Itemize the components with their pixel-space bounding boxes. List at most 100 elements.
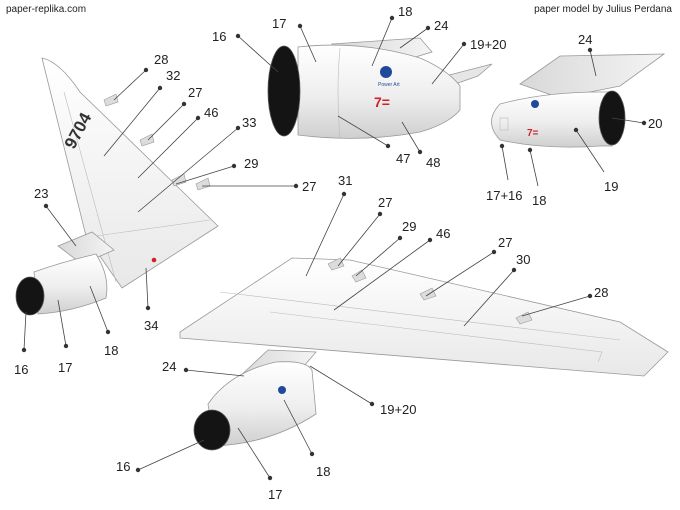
callout-label: 30 bbox=[516, 252, 530, 267]
callout: 16 bbox=[116, 439, 205, 474]
left-wing-panel bbox=[41, 57, 219, 289]
callouts: 16 17 18 24 19+20 47 48 24 20 17+16 18 1… bbox=[14, 4, 662, 502]
callout: 16 bbox=[14, 311, 28, 377]
callout: 29 bbox=[175, 156, 258, 185]
callout-label: 16 bbox=[212, 29, 226, 44]
livery-mark-right: 7= bbox=[527, 128, 539, 139]
callout-label: 20 bbox=[648, 116, 662, 131]
callout: 28 bbox=[113, 52, 168, 101]
callout-label: 28 bbox=[154, 52, 168, 67]
callout: 33 bbox=[137, 115, 256, 213]
nacelle-left-wing bbox=[33, 253, 108, 315]
callout: 23 bbox=[34, 186, 77, 247]
callout-label: 29 bbox=[244, 156, 258, 171]
callout-label: 27 bbox=[378, 195, 392, 210]
access-door bbox=[499, 117, 509, 131]
right-wing-fairings bbox=[327, 257, 533, 325]
left-pylon bbox=[57, 231, 115, 265]
author-credit: paper model by Julius Perdana bbox=[534, 4, 672, 15]
callout: 31 bbox=[305, 173, 352, 277]
intake-left-wing bbox=[15, 276, 45, 316]
callout: 24 bbox=[162, 359, 245, 377]
callout: 28 bbox=[521, 285, 608, 317]
right-wing-panel bbox=[179, 257, 669, 377]
callout-label: 27 bbox=[188, 85, 202, 100]
callout: 16 bbox=[212, 29, 279, 73]
callout: 27 bbox=[202, 179, 316, 194]
callout-label: 28 bbox=[594, 285, 608, 300]
callout-label: 24 bbox=[434, 18, 448, 33]
callout: 32 bbox=[103, 68, 180, 157]
callout-label: 19+20 bbox=[470, 37, 507, 52]
right-wing bbox=[179, 257, 669, 451]
callout-label: 18 bbox=[104, 343, 118, 358]
callout: 18 bbox=[89, 285, 118, 358]
callout-label: 17 bbox=[58, 360, 72, 375]
left-wing-flap-line bbox=[95, 219, 211, 237]
nav-light bbox=[151, 257, 157, 263]
callout-label: 19+20 bbox=[380, 402, 417, 417]
callout: 24 bbox=[578, 32, 597, 77]
site-credit: paper-replika.com bbox=[6, 4, 87, 15]
callout-label: 24 bbox=[578, 32, 592, 47]
callout-label: 18 bbox=[398, 4, 412, 19]
callout: 18 bbox=[283, 399, 330, 479]
callout: 18 bbox=[371, 4, 412, 67]
engine-badge-right bbox=[531, 100, 539, 108]
callout-label: 32 bbox=[166, 68, 180, 83]
callout: 17 bbox=[272, 16, 317, 63]
intake-top-engine bbox=[267, 45, 301, 137]
callout: 19 bbox=[573, 127, 618, 194]
callout-label: 47 bbox=[396, 151, 410, 166]
callout: 24 bbox=[399, 18, 448, 49]
callout: 34 bbox=[144, 267, 158, 333]
callout-label: 33 bbox=[242, 115, 256, 130]
callout: 29 bbox=[355, 219, 416, 277]
callout-label: 17+16 bbox=[486, 188, 523, 203]
callout: 17+16 bbox=[486, 143, 523, 203]
engine-badge-lower bbox=[278, 386, 286, 394]
nacelle-right-wing bbox=[207, 361, 317, 447]
livery-mark-top: 7= bbox=[374, 94, 390, 110]
callout-label: 48 bbox=[426, 155, 440, 170]
callout: 48 bbox=[401, 121, 440, 170]
callout-label: 24 bbox=[162, 359, 176, 374]
callout-label: 31 bbox=[338, 173, 352, 188]
callout: 17 bbox=[57, 299, 72, 375]
callout-label: 46 bbox=[204, 105, 218, 120]
callout: 46 bbox=[333, 226, 450, 311]
callout-label: 17 bbox=[272, 16, 286, 31]
callout: 20 bbox=[611, 116, 662, 131]
callout-label: 19 bbox=[604, 179, 618, 194]
badge-logo-text: Power Art bbox=[378, 82, 400, 88]
callout-label: 16 bbox=[14, 362, 28, 377]
nacelle-seam bbox=[337, 47, 341, 139]
engine-badge-top: Power Art bbox=[378, 66, 400, 88]
right-wing-flap-line bbox=[269, 311, 603, 363]
callout-label: 17 bbox=[268, 487, 282, 502]
intake-right-wing bbox=[193, 409, 231, 451]
callout-label: 29 bbox=[402, 219, 416, 234]
nacelle-top-engine bbox=[297, 44, 461, 139]
callout-label: 23 bbox=[34, 186, 48, 201]
callout: 27 bbox=[147, 85, 202, 141]
left-wing: 9704 bbox=[15, 57, 219, 316]
callout: 19+20 bbox=[309, 365, 417, 417]
callout-label: 18 bbox=[316, 464, 330, 479]
callout: 27 bbox=[425, 235, 512, 297]
top-engine: Power Art 7= bbox=[267, 37, 493, 139]
callout-label: 27 bbox=[498, 235, 512, 250]
callout-label: 16 bbox=[116, 459, 130, 474]
right-wing-spar-line bbox=[219, 291, 621, 341]
callout-label: 27 bbox=[302, 179, 316, 194]
callout: 46 bbox=[137, 105, 218, 179]
callout: 47 bbox=[337, 115, 410, 166]
nacelle-right-engine bbox=[491, 91, 613, 148]
pylon-right bbox=[519, 53, 666, 99]
callout: 27 bbox=[337, 195, 392, 267]
callout-label: 34 bbox=[144, 318, 158, 333]
callout: 19+20 bbox=[431, 37, 507, 85]
callout: 30 bbox=[463, 252, 530, 327]
